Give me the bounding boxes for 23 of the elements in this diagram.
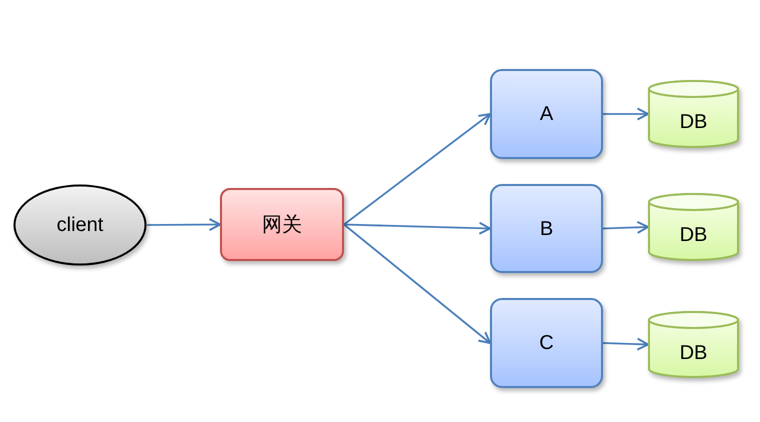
node-label: DB <box>680 224 708 246</box>
node-label: A <box>540 103 554 125</box>
arrow <box>602 338 649 351</box>
process-box <box>490 184 603 273</box>
process-box <box>490 298 603 388</box>
database-cylinder <box>648 80 739 148</box>
process-box <box>220 188 344 261</box>
arrow <box>147 218 221 232</box>
database-cylinder <box>648 311 739 378</box>
node-label: B <box>540 218 554 240</box>
node-label: client <box>56 214 104 236</box>
arrow <box>602 220 649 234</box>
arrow <box>343 113 491 226</box>
process-box <box>490 69 603 159</box>
node-label: DB <box>680 111 708 133</box>
node-label: DB <box>680 342 708 364</box>
arrow <box>343 224 491 344</box>
database-cylinder <box>648 193 739 261</box>
node-label: C <box>539 332 554 354</box>
ellipse-node <box>13 184 147 266</box>
node-label: 网关 <box>262 214 302 236</box>
arrow <box>344 222 491 235</box>
arrow <box>603 108 649 120</box>
